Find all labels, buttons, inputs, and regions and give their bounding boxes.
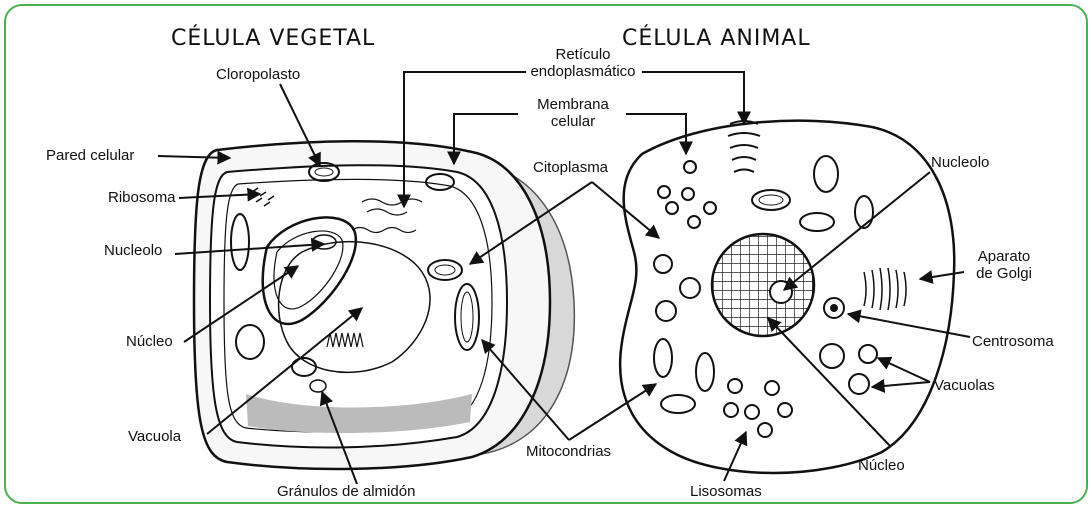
animal-cell-title: CÉLULA ANIMAL bbox=[622, 26, 811, 51]
plant-cell bbox=[194, 141, 574, 469]
label-reticulo: Retículo endoplasmático bbox=[518, 46, 648, 80]
plant-cell-title: CÉLULA VEGETAL bbox=[171, 26, 375, 51]
label-pared-celular: Pared celular bbox=[46, 147, 134, 164]
diagram-frame: CÉLULA VEGETAL CÉLULA ANIMAL Cloropolast… bbox=[4, 4, 1088, 504]
animal-cell bbox=[620, 121, 954, 473]
label-citoplasma: Citoplasma bbox=[533, 159, 608, 176]
animal-nucleus bbox=[712, 234, 814, 336]
label-nucleo-plant: Núcleo bbox=[126, 333, 173, 350]
label-ribosoma: Ribosoma bbox=[108, 189, 176, 206]
label-vacuola: Vacuola bbox=[128, 428, 181, 445]
label-mitocondrias: Mitocondrias bbox=[526, 443, 611, 460]
label-nucleo-animal: Núcleo bbox=[858, 457, 905, 474]
label-nucleolo-plant: Nucleolo bbox=[104, 242, 162, 259]
label-centrosoma: Centrosoma bbox=[972, 333, 1054, 350]
label-cloroplasto: Cloropolasto bbox=[216, 66, 300, 83]
label-lisosomas: Lisosomas bbox=[690, 483, 762, 500]
label-granulos: Gránulos de almidón bbox=[277, 483, 415, 500]
animal-nucleolus bbox=[770, 281, 792, 303]
label-nucleolo-animal: Nucleolo bbox=[931, 154, 989, 171]
label-golgi: Aparato de Golgi bbox=[964, 248, 1044, 282]
label-membrana: Membrana celular bbox=[514, 96, 632, 130]
label-vacuolas: Vacuolas bbox=[934, 377, 995, 394]
